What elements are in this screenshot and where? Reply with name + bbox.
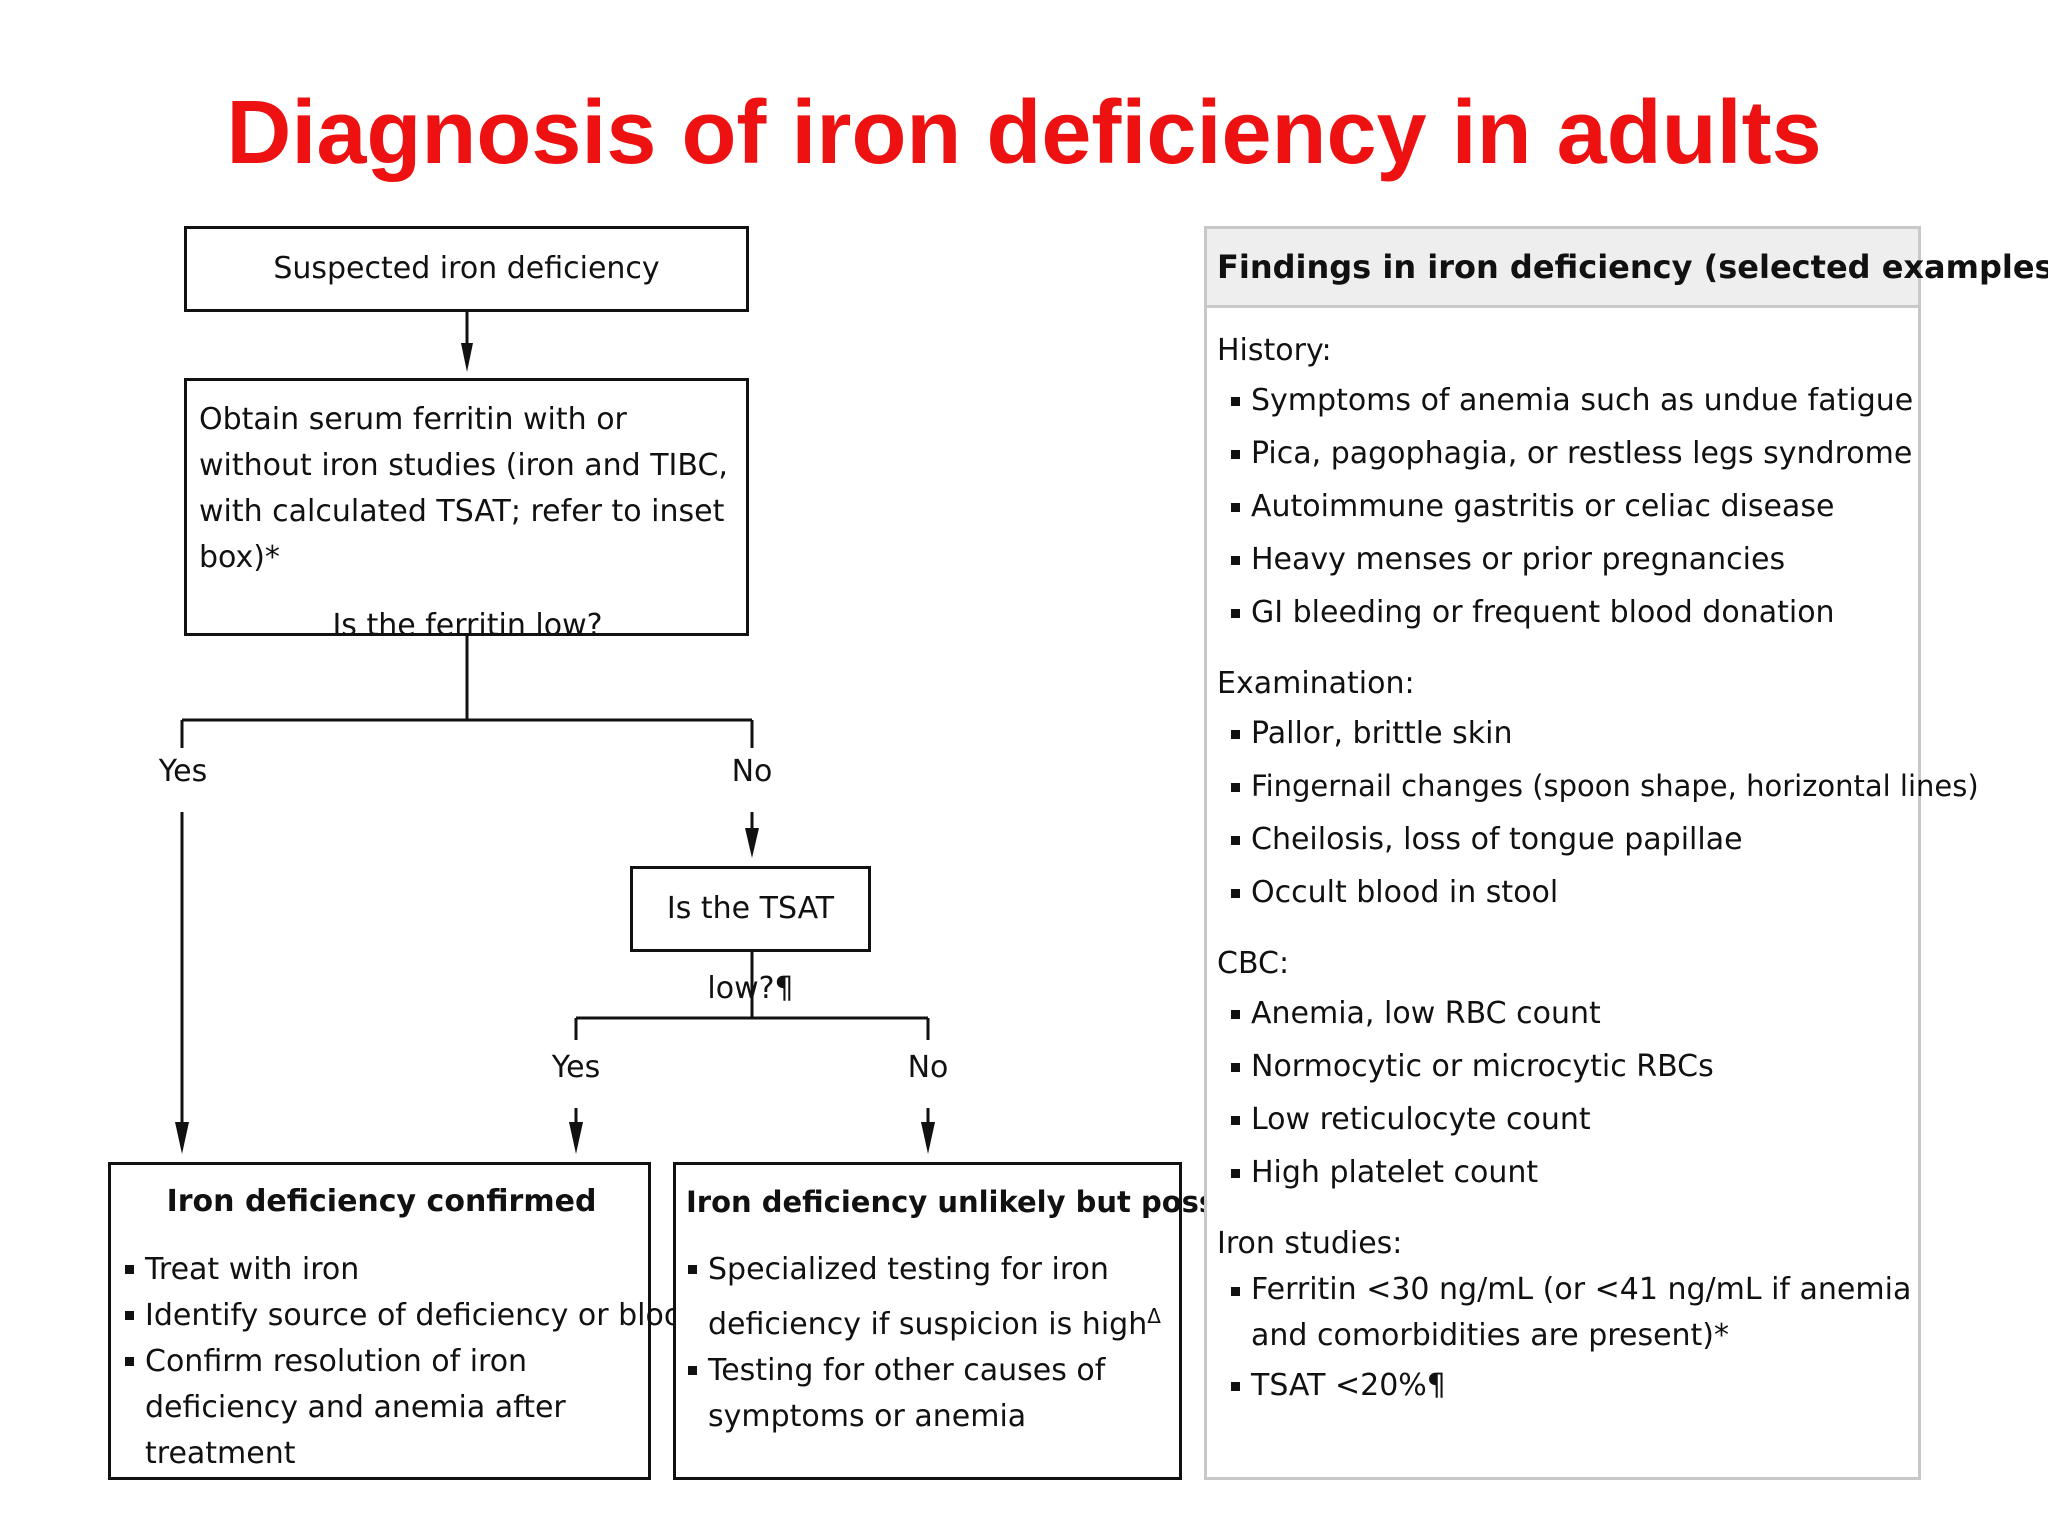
tsat-no-label: No [907,1050,949,1085]
suspected-iron-deficiency-text: Suspected iron deficiency [273,251,660,286]
list-item: Fingernail changes (spoon shape, horizon… [1229,760,1979,813]
page-title: Diagnosis of iron deficiency in adults [226,83,1822,183]
ferritin-no-label: No [731,754,773,789]
section-heading-history: History: [1217,333,1332,368]
list-item: Cheilosis, loss of tongue papillae [1229,813,1918,866]
list-item: Anemia, low RBC count [1229,987,1918,1040]
iron-deficiency-unlikely-box: Iron deficiency unlikely but possible Sp… [673,1162,1277,1480]
section-heading-iron-studies: Iron studies: [1217,1226,1403,1261]
arrow-to-confirmed-right [569,1122,583,1154]
section-heading-cbc: CBC: [1217,946,1290,981]
list-item: Confirm resolution of iron deficiency an… [123,1339,640,1477]
obtain-ferritin-box: Obtain serum ferritin with or without ir… [184,378,749,643]
arrow-to-unlikely [921,1122,935,1154]
findings-panel: Findings in iron deficiency (selected ex… [1204,226,2048,1480]
unlikely-title: Iron deficiency unlikely but possible [686,1185,1277,1219]
ferritin-question: Is the ferritin low? [332,608,603,643]
list-item: GI bleeding or frequent blood donation [1229,586,1918,639]
list-item: High platelet count [1229,1146,1918,1199]
tsat-question-box: Is the TSAT low?¶ [630,866,871,1006]
list-item: Heavy menses or prior pregnancies [1229,533,1918,586]
findings-panel-title: Findings in iron deficiency (selected ex… [1207,229,2048,308]
ferritin-yes-label: Yes [158,754,208,789]
list-item: Low reticulocyte count [1229,1093,1918,1146]
list-item: Ferritin <30 ng/mL (or <41 ng/mL if anem… [1229,1267,1918,1359]
arrow-to-tsat [745,828,759,858]
unlikely-item-text: Specialized testing for iron deficiency … [708,1252,1148,1342]
delta-footnote-mark: Δ [1147,1304,1161,1328]
list-item: Pallor, brittle skin [1229,707,1918,760]
history-list: Symptoms of anemia such as undue fatigue… [1207,374,1918,639]
list-item: Normocytic or microcytic RBCs [1229,1040,1918,1093]
tsat-yes-label: Yes [551,1050,601,1085]
tsat-question-text: Is the TSAT low?¶ [666,891,835,1006]
confirmed-title: Iron deficiency confirmed [166,1184,597,1219]
examination-list: Pallor, brittle skin Fingernail changes … [1207,707,1979,919]
list-item: Occult blood in stool [1229,866,1918,919]
section-heading-examination: Examination: [1217,666,1415,701]
iron-studies-list: Ferritin <30 ng/mL (or <41 ng/mL if anem… [1207,1267,1918,1412]
confirmed-list: Treat with iron Identify source of defic… [123,1247,769,1477]
list-item: Symptoms of anemia such as undue fatigue [1229,374,1918,427]
list-item: Treat with iron [123,1247,640,1293]
obtain-ferritin-text: Obtain serum ferritin with or without ir… [199,402,728,575]
list-item: Pica, pagophagia, or restless legs syndr… [1229,427,1918,480]
suspected-iron-deficiency-box: Suspected iron deficiency [184,226,749,312]
arrow-to-confirmed-left [175,1122,189,1154]
arrow-to-ferritin [461,343,473,372]
list-item: Autoimmune gastritis or celiac disease [1229,480,1918,533]
list-item: Specialized testing for iron deficiency … [686,1247,1171,1348]
iron-deficiency-confirmed-box: Iron deficiency confirmed Treat with iro… [108,1162,769,1480]
list-item: Identify source of deficiency or blood l… [123,1293,769,1339]
cbc-list: Anemia, low RBC count Normocytic or micr… [1207,987,1918,1199]
unlikely-list: Specialized testing for iron deficiency … [686,1247,1171,1440]
list-item: TSAT <20%¶ [1229,1359,1918,1412]
list-item: Testing for other causes of symptoms or … [686,1348,1171,1440]
